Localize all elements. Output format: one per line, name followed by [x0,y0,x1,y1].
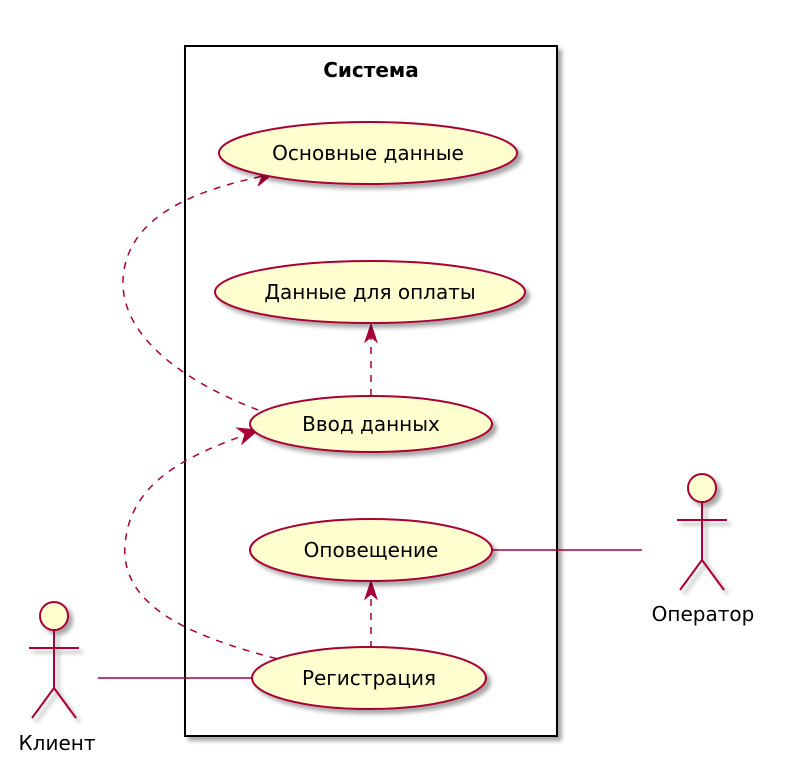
use-case-ellipse [251,646,487,710]
actor-label: Клиент [18,731,95,755]
use-case-label: Оповещение [304,538,439,562]
use-case-payment-data: Данные для оплаты [214,260,526,324]
actor-client: Клиент [18,601,96,755]
use-case-ellipse [218,121,518,185]
use-case-registration: Регистрация [251,646,487,710]
arrowhead-entry [235,427,260,446]
include-edge-entry-to-basic [122,174,269,411]
actor-operator: Оператор [652,473,755,626]
actor-label: Оператор [652,602,755,626]
use-case-label: Регистрация [302,666,436,690]
use-case-ellipse [249,395,493,453]
use-case-basic-data: Основные данные [218,121,518,185]
use-case-ellipse [214,260,526,324]
system-title: Система [323,58,419,82]
connectors [98,174,642,679]
use-case-label: Ввод данных [302,412,440,436]
use-case-label: Данные для оплаты [264,280,475,304]
use-case-ellipse [249,518,493,582]
stick-figure-icon [29,601,79,719]
use-case-label: Основные данные [272,141,464,165]
use-case-notification: Оповещение [249,518,493,582]
stick-figure-icon [677,473,727,591]
arrowhead-notification [363,579,379,601]
use-case-data-entry: Ввод данных [249,395,493,453]
arrowhead-payment [363,322,379,344]
